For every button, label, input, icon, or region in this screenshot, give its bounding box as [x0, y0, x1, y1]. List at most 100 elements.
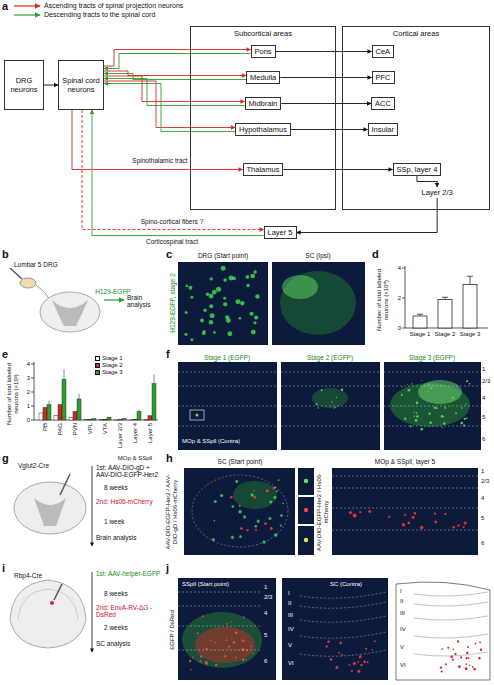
figure-part — [14, 482, 86, 534]
figure-label: Vglut2-Cre — [18, 462, 49, 469]
figure-label: 5 — [482, 414, 485, 421]
figure-part — [349, 511, 352, 514]
figure-part — [227, 331, 232, 336]
figure-part — [388, 516, 390, 518]
panel-letter: g — [2, 452, 9, 465]
figure-part — [298, 526, 314, 555]
figure-part — [413, 316, 427, 328]
figure-part — [178, 262, 268, 345]
figure-label: I — [288, 590, 290, 597]
figure-part — [226, 623, 228, 625]
figure-label: MOp & SSpll — [118, 455, 152, 462]
figure-label: Layer 2/3 — [117, 423, 124, 448]
figure-part — [231, 536, 234, 539]
tract-arrow — [104, 50, 251, 67]
figure-part — [444, 513, 446, 515]
figure-label: SC (Contra) — [330, 581, 362, 588]
figure-part — [238, 510, 242, 514]
panel-letter: c — [166, 248, 172, 261]
figure-part — [264, 522, 267, 525]
figure-part — [273, 487, 276, 490]
panel-letter: d — [372, 248, 379, 261]
figure-part — [40, 292, 100, 332]
figure-part — [230, 487, 275, 532]
figure-label: Number of total labeled neurons (×10⁴) — [376, 265, 390, 335]
figure-part — [39, 369, 156, 420]
figure-part — [415, 419, 418, 422]
figure-part — [36, 285, 50, 300]
figure-part — [365, 648, 367, 650]
figure-part — [129, 420, 133, 421]
figure-part — [178, 426, 277, 427]
figure-part — [212, 538, 215, 541]
figure-label: AAV-DIO-EGFP-Her2 / AAV-DIO-gD / Hs06-mC… — [165, 469, 179, 555]
figure-label: 1 — [482, 366, 485, 373]
node-text: Midbrain — [249, 99, 278, 108]
figure-label: III — [288, 612, 293, 619]
figure-part — [31, 364, 34, 420]
figure-part — [243, 515, 246, 518]
figure-part — [281, 386, 380, 387]
figure-part — [253, 270, 256, 273]
figure-part — [73, 412, 77, 420]
figure-part — [463, 526, 465, 528]
figure-part — [192, 656, 194, 658]
figure-part — [332, 488, 478, 489]
figure-part — [414, 512, 417, 515]
figure-part — [452, 526, 455, 529]
figure-part — [442, 297, 448, 299]
figure-label: 3 — [27, 375, 30, 382]
figure-part — [351, 670, 353, 672]
legend-swatch — [95, 363, 100, 368]
figure-part — [10, 268, 22, 279]
tract-label: Spino-cortical fibers ? — [140, 218, 205, 225]
area-box: Layer 2/3 — [420, 187, 455, 198]
figure-part — [144, 419, 148, 420]
figure-part — [416, 415, 418, 417]
figure-part — [371, 649, 373, 651]
figure-part — [235, 632, 238, 635]
figure-part — [213, 331, 216, 334]
figure-label: H129-EGFP, stage 2 — [169, 273, 176, 333]
figure-part — [438, 300, 452, 329]
figure-part — [250, 645, 252, 647]
figure-part — [402, 523, 405, 526]
figure-part — [321, 389, 323, 391]
legend-text: Stage 3 — [102, 369, 123, 376]
figure-part — [190, 338, 193, 341]
figure-part — [250, 274, 255, 279]
figure-part — [188, 286, 192, 290]
figure-part — [281, 372, 380, 373]
figure-part — [223, 278, 227, 282]
figure-part — [214, 500, 217, 503]
figure-part — [18, 589, 78, 620]
figure-part — [429, 421, 432, 424]
figure-part — [54, 416, 58, 420]
figure-part — [465, 663, 467, 665]
figure-part — [190, 669, 192, 671]
figure-part — [336, 397, 337, 398]
figure-part — [304, 479, 308, 483]
node-text: Insular — [372, 125, 395, 134]
figure-part — [273, 496, 276, 499]
panel-letter: h — [166, 452, 173, 465]
figure-part — [235, 480, 238, 483]
figure-part — [184, 468, 295, 555]
figure-part — [254, 496, 257, 499]
figure-label: 5 — [264, 632, 267, 639]
figure-part — [332, 508, 478, 509]
figure-label: IV — [400, 626, 406, 633]
figure-part — [316, 389, 344, 409]
figure-label: 6 — [481, 540, 484, 547]
figure-part — [246, 284, 249, 287]
figure-part — [269, 500, 272, 503]
tract-arrow — [280, 77, 371, 78]
figure-label: 1 — [27, 403, 30, 410]
figure-part — [232, 505, 235, 508]
figure-part — [333, 407, 334, 408]
figure-part — [341, 389, 343, 391]
figure-part — [239, 317, 242, 320]
figure-label: Number of total labeled neurons (×10³) — [6, 362, 20, 426]
figure-part — [203, 309, 206, 312]
